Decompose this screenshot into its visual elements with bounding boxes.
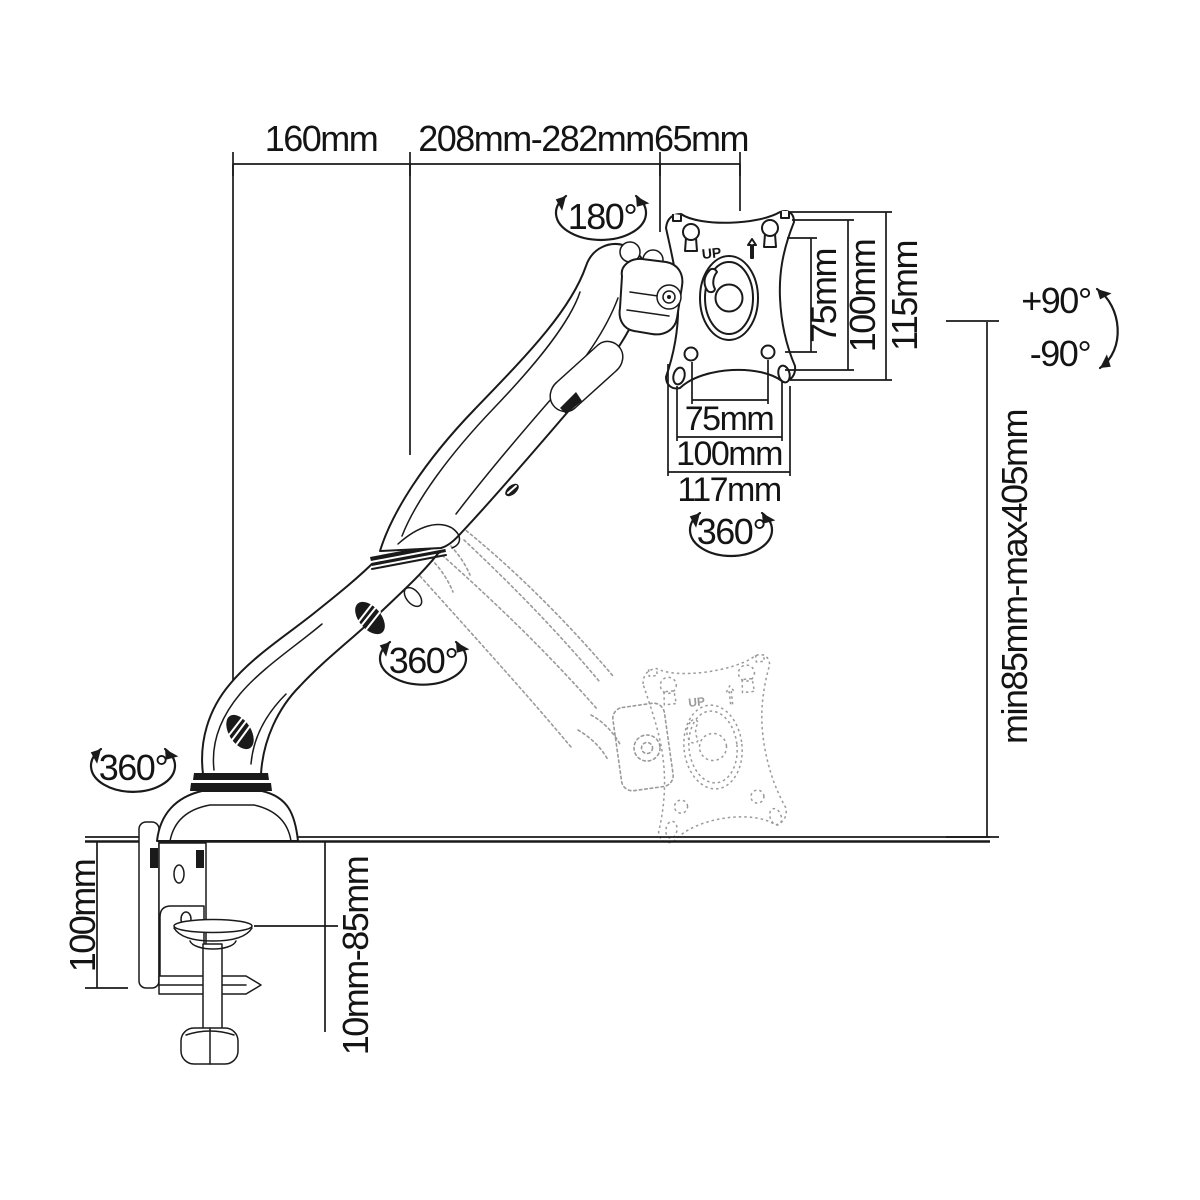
upper-arm-screw-slash	[507, 485, 517, 494]
tilt-arrow-up	[1097, 289, 1112, 300]
arm-360-arrow	[379, 642, 390, 657]
upper-arm-seam	[401, 291, 581, 537]
rot-tilt-down-label: -90°	[1030, 333, 1091, 374]
ghost-vesa-plate	[640, 652, 789, 845]
clamp-grip-pad	[196, 850, 204, 868]
clamp-knob-top	[185, 1030, 235, 1036]
dim-vesa-v-100: 100mm	[842, 240, 883, 353]
arm-mid-collar-edge	[371, 554, 447, 570]
dim-vesa-h-75: 75mm	[685, 400, 774, 438]
ghost-arm-seam	[430, 558, 454, 593]
clamp-pad-bowl	[189, 940, 237, 950]
vesa-up-label: UP	[701, 244, 722, 262]
cable-clip-hole	[355, 601, 385, 635]
clamp-pad-flange	[173, 918, 253, 934]
ghost-arm-rail	[419, 575, 572, 748]
vesa-360-arrow	[689, 513, 700, 528]
arm-mid-collar-gap	[370, 547, 446, 563]
ghost-arm-rail	[433, 547, 598, 710]
vesa-h-ext-75	[691, 360, 769, 404]
rot-base-360-label: 360°	[99, 747, 168, 788]
lower-arm-slot	[403, 586, 423, 608]
ghost-collar-line	[590, 714, 622, 747]
ghost-joint-screw-center	[640, 741, 654, 755]
clamp-back-plate	[138, 821, 160, 989]
vesa-360-arc	[688, 511, 774, 558]
clamp-grip-pad	[150, 848, 158, 868]
dim-top-mid: 208mm-282mm	[418, 118, 654, 159]
lower-arm-seam	[250, 693, 287, 765]
vesa-plate	[665, 210, 797, 390]
ghost-up-label: UP	[688, 694, 706, 710]
dim-clamp-opening: 10mm-85mm	[335, 857, 376, 1056]
ghost-arm-rail	[448, 516, 614, 677]
tilt-arrow-down	[1100, 354, 1111, 368]
rot-180-label: 180°	[568, 196, 637, 237]
base-360-arrow	[165, 749, 179, 760]
base-360-arrow	[90, 749, 101, 764]
vesa-h-ext-117	[667, 364, 791, 476]
swivel-180-arrow	[636, 196, 650, 207]
dim-top-left: 160mm	[265, 118, 378, 159]
clamp-screw-shaft	[202, 943, 223, 1031]
arm-assembly	[156, 241, 664, 842]
ghost-joint-screw	[633, 734, 661, 762]
vesa-v-connectors-bottom	[785, 351, 892, 381]
dim-vesa-v-75: 75mm	[803, 249, 844, 343]
ghost-collar-line	[577, 729, 609, 761]
base-bell-seam	[169, 804, 292, 842]
arm-360-arc	[378, 640, 468, 686]
swivel-180-arrow	[555, 196, 566, 211]
dimension-annotations: 160mm 208mm-282mm 65mm 75mm 100mm 115mm …	[62, 118, 1035, 1055]
vesa-h-ext-100	[676, 382, 783, 441]
base-collar-band	[190, 783, 272, 791]
dim-clamp-height: 100mm	[62, 860, 103, 973]
clamp-web-hole	[173, 864, 185, 884]
dim-vesa-v-115: 115mm	[884, 241, 925, 351]
cable-clip-hatch	[358, 602, 381, 632]
upper-arm-scoop	[397, 523, 461, 549]
clevis-screw-dot	[667, 295, 671, 299]
cable-clip-hatch	[228, 716, 251, 746]
clevis-screw-inner	[662, 290, 676, 304]
ghost-lowered-position: UP	[419, 516, 789, 845]
ghost-arm-rail	[463, 539, 600, 682]
rot-tilt-up-label: +90°	[1021, 280, 1091, 321]
dim-vesa-h-117: 117mm	[677, 471, 781, 509]
cable-clip-hole	[226, 714, 254, 750]
gas-spring-clip	[560, 392, 582, 414]
vesa-360-arrow	[762, 513, 776, 524]
dim-vesa-h-100: 100mm	[676, 435, 782, 473]
dim-height-range: min85mm-max405mm	[994, 410, 1035, 744]
lower-arm-seam	[212, 623, 323, 771]
desk-clamp-assembly	[138, 821, 262, 1065]
upper-arm	[379, 243, 648, 552]
swivel-180-arc	[554, 194, 648, 242]
rot-vesa-360-label: 360°	[697, 511, 766, 552]
vesa-plate-group: UP	[618, 210, 797, 390]
dim-top-right: 65mm	[654, 118, 748, 159]
clamp-pad-rim	[173, 927, 253, 942]
arm-360-arrow	[456, 642, 470, 653]
rotation-annotations: 180° 360° 360° 360° +90° -90°	[89, 194, 1119, 793]
ghost-clevis	[612, 702, 674, 792]
vesa-v-connectors-top	[787, 211, 892, 239]
rot-arm-360-label: 360°	[389, 640, 458, 681]
base-360-arc	[89, 747, 177, 793]
top-dimension-ticks	[232, 152, 741, 176]
